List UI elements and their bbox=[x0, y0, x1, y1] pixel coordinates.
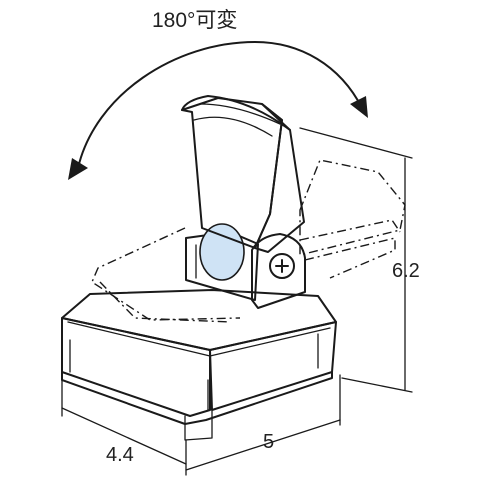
width-dimension: 5 bbox=[263, 431, 274, 453]
arrow-head-left bbox=[68, 158, 88, 180]
lever-ghost-right bbox=[299, 159, 406, 279]
rotation-label: 180°可変 bbox=[152, 9, 237, 32]
height-dimension: 6.2 bbox=[392, 260, 420, 282]
lever-ghost-left bbox=[91, 227, 241, 323]
dimension-lines bbox=[61, 127, 413, 476]
rotation-arrow bbox=[68, 41, 368, 180]
toggle-lever bbox=[181, 95, 305, 281]
depth-dimension: 4.4 bbox=[106, 444, 134, 466]
base-housing bbox=[61, 289, 337, 441]
curved-double-arrow-icon bbox=[77, 41, 363, 169]
arrow-head-right bbox=[350, 96, 368, 118]
